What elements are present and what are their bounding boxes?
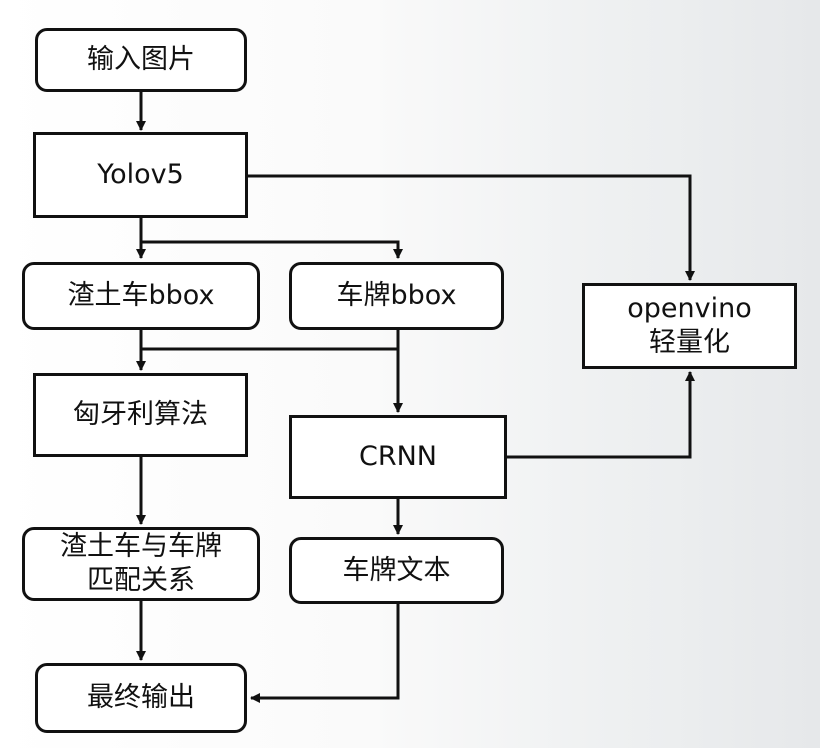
node-truck-plate-matching-label-line2: 匹配关系: [87, 565, 195, 596]
node-truck-bbox-label: 渣土车bbox: [67, 280, 215, 311]
node-final-output-label: 最终输出: [87, 682, 195, 713]
edge-crnn-openvino: [507, 371, 695, 459]
node-plate-text-label: 车牌文本: [342, 554, 451, 586]
node-input-image: 输入图片: [35, 28, 247, 92]
edge-yolo-openvino: [248, 174, 695, 281]
edge-plate-bbox-hungarian: [141, 328, 400, 351]
node-openvino-label-line2: 轻量化: [649, 327, 730, 358]
edge-yolo-plate-bbox: [141, 240, 403, 259]
node-plate-text: 车牌文本: [289, 537, 504, 604]
node-truck-plate-matching-label-line1: 渣土车与车牌: [60, 531, 222, 562]
node-input-image-label: 输入图片: [87, 44, 195, 75]
node-yolov5-label: Yolov5: [97, 159, 184, 190]
node-hungarian-algorithm: 匈牙利算法: [33, 373, 248, 457]
node-plate-bbox: 车牌bbox: [289, 262, 504, 330]
node-truck-plate-matching: 渣土车与车牌 匹配关系: [22, 527, 260, 601]
node-truck-bbox: 渣土车bbox: [22, 262, 260, 330]
node-hungarian-algorithm-label: 匈牙利算法: [73, 399, 208, 430]
node-yolov5: Yolov5: [33, 132, 248, 218]
node-openvino-label-line1: openvino: [627, 293, 752, 324]
node-openvino: openvino 轻量化: [582, 283, 797, 369]
node-crnn: CRNN: [289, 415, 507, 499]
edge-plate-text-output: [250, 604, 400, 703]
node-plate-bbox-label: 车牌bbox: [336, 280, 457, 311]
node-final-output: 最终输出: [35, 663, 247, 733]
node-crnn-label: CRNN: [358, 441, 437, 472]
